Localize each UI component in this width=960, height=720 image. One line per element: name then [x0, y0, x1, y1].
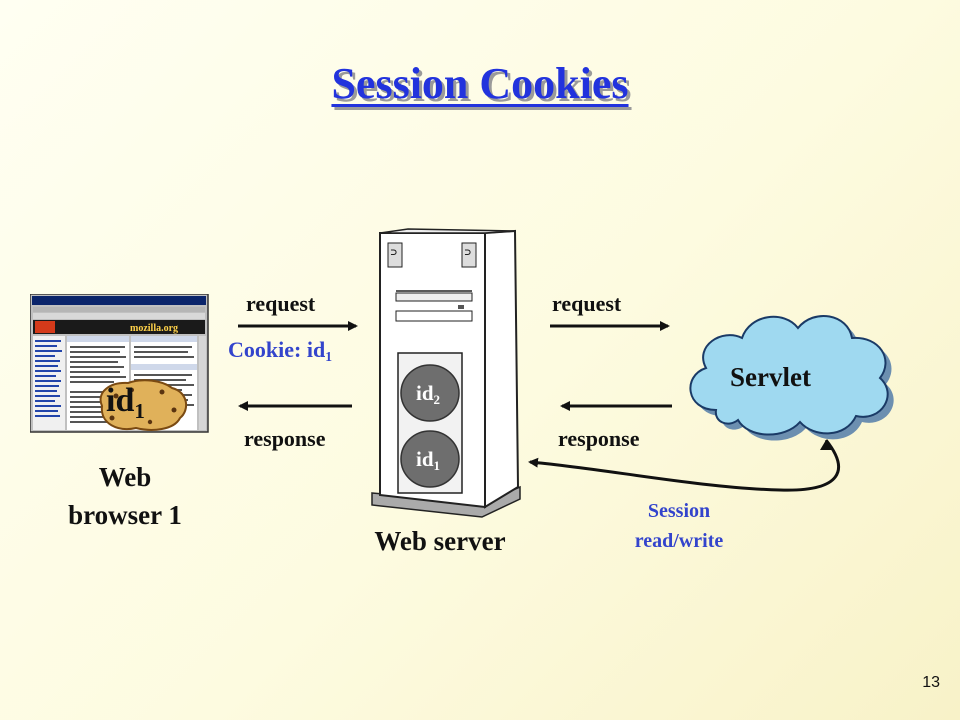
cookie-header-subscript: 1: [325, 349, 332, 365]
right-response-label: response: [558, 426, 640, 451]
servlet-cloud: [689, 314, 894, 441]
page-number: 13: [922, 674, 940, 691]
cookie-icon: [99, 379, 188, 431]
disk-bottom: [400, 430, 460, 488]
disk-bottom-text: id: [416, 447, 434, 471]
cookie-label: id1: [106, 382, 145, 423]
slide-title: Session Cookies: [331, 59, 629, 108]
browser-label-line1: Web: [98, 462, 152, 492]
disk-top: [400, 364, 460, 422]
cookie-label-text: id: [106, 382, 135, 419]
cookie-header-label: Cookie: id1: [228, 337, 332, 365]
cookie-header-text: Cookie: id: [228, 337, 326, 362]
web-server-label: Web server: [374, 526, 506, 556]
session-read-write-arrow: [528, 439, 841, 492]
session-read-write-label: Session read/write: [616, 496, 742, 556]
browser-url-text: mozilla.org: [130, 323, 178, 334]
disk-top-text: id: [416, 381, 434, 405]
session-arrowhead-top: [820, 440, 832, 450]
session-label-line1: Session: [647, 500, 711, 522]
browser-label-line2: browser 1: [68, 500, 182, 530]
cookie-label-subscript: 1: [134, 398, 145, 423]
web-server-tower: ⊃ ⊃: [371, 228, 521, 518]
disk-top-subscript: 2: [433, 392, 441, 408]
disk-top-label: id2: [416, 381, 441, 408]
browser-label: Web browser 1: [40, 458, 210, 534]
disk-bottom-subscript: 1: [433, 458, 441, 474]
right-request-label: request: [552, 291, 622, 316]
servlet-label: Servlet: [730, 362, 811, 392]
disk-bottom-label: id1: [416, 447, 441, 474]
svg-text:⊃: ⊃: [390, 247, 398, 257]
session-label-line2: read/write: [634, 530, 724, 552]
svg-text:⊃: ⊃: [464, 247, 472, 257]
left-request-label: request: [246, 291, 316, 316]
left-response-label: response: [244, 426, 326, 451]
